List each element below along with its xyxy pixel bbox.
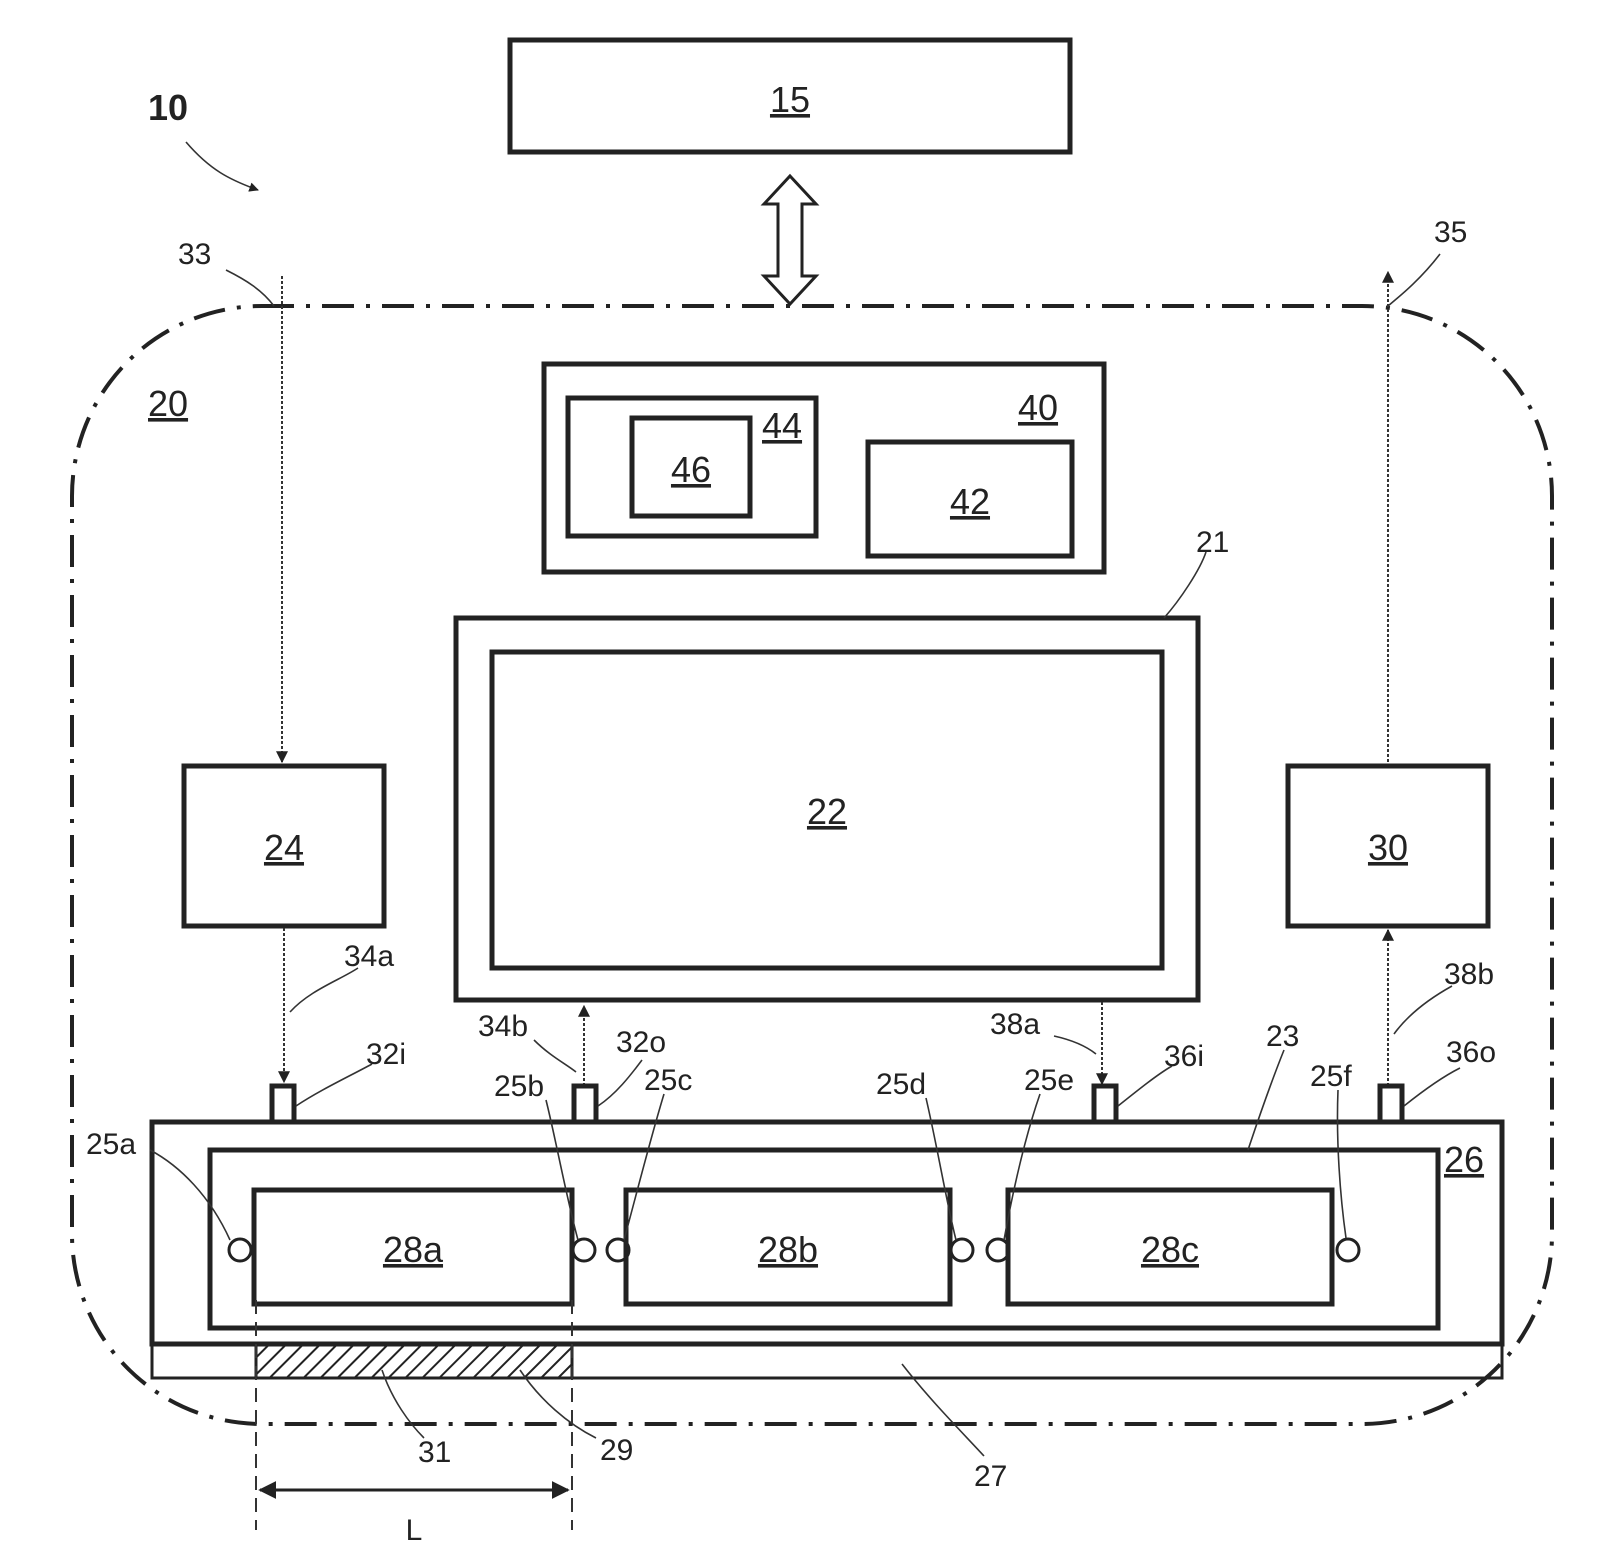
leader-29 [520, 1370, 596, 1438]
port-32o [574, 1086, 596, 1122]
label-26: 26 [1444, 1139, 1484, 1180]
port-36i [1094, 1086, 1116, 1122]
system-pointer [186, 142, 258, 190]
label-31: 31 [418, 1436, 451, 1469]
label-28c: 28c [1141, 1229, 1199, 1270]
leader-36o [1404, 1068, 1460, 1106]
label-28b: 28b [758, 1229, 818, 1270]
label-external: 15 [770, 79, 810, 120]
label-23: 23 [1266, 1020, 1299, 1053]
label-21: 21 [1196, 526, 1229, 559]
label-24: 24 [264, 827, 304, 868]
port-32i [272, 1086, 294, 1122]
port-36o [1380, 1086, 1402, 1122]
label-32o: 32o [616, 1026, 666, 1059]
label-38b: 38b [1444, 958, 1494, 991]
label-25d: 25d [876, 1068, 926, 1101]
label-system: 10 [148, 87, 188, 128]
label-38a: 38a [990, 1008, 1040, 1041]
leader-32i [296, 1064, 372, 1106]
leader-34b [534, 1040, 576, 1072]
label-44: 44 [762, 405, 802, 446]
label-25b: 25b [494, 1070, 544, 1103]
leader-33 [226, 270, 274, 306]
label-30: 30 [1368, 827, 1408, 868]
label-36o: 36o [1446, 1036, 1496, 1069]
label-length: L [406, 1514, 423, 1546]
label-25e: 25e [1024, 1064, 1074, 1097]
label-25c: 25c [644, 1064, 692, 1097]
leader-35 [1388, 254, 1440, 306]
leader-38a [1054, 1036, 1096, 1054]
label-enclosure: 20 [148, 383, 188, 424]
label-22: 22 [807, 791, 847, 832]
label-34b: 34b [478, 1010, 528, 1043]
leader-38b [1394, 986, 1452, 1034]
label-42: 42 [950, 481, 990, 522]
label-46: 46 [671, 449, 711, 490]
label-27: 27 [974, 1460, 1007, 1493]
label-40: 40 [1018, 387, 1058, 428]
hatched-region-29 [256, 1344, 572, 1378]
label-34a: 34a [344, 940, 394, 973]
label-29: 29 [600, 1434, 633, 1467]
label-33: 33 [178, 238, 211, 271]
label-25f: 25f [1310, 1060, 1352, 1093]
label-36i: 36i [1164, 1040, 1204, 1073]
bidirectional-link-arrow [764, 176, 816, 304]
leader-21 [1164, 552, 1206, 618]
label-28a: 28a [383, 1229, 444, 1270]
leader-31 [382, 1370, 424, 1438]
label-32i: 32i [366, 1038, 406, 1071]
leader-32o [598, 1060, 642, 1106]
label-25a: 25a [86, 1128, 136, 1161]
label-35: 35 [1434, 216, 1467, 249]
leader-34a [290, 968, 358, 1012]
